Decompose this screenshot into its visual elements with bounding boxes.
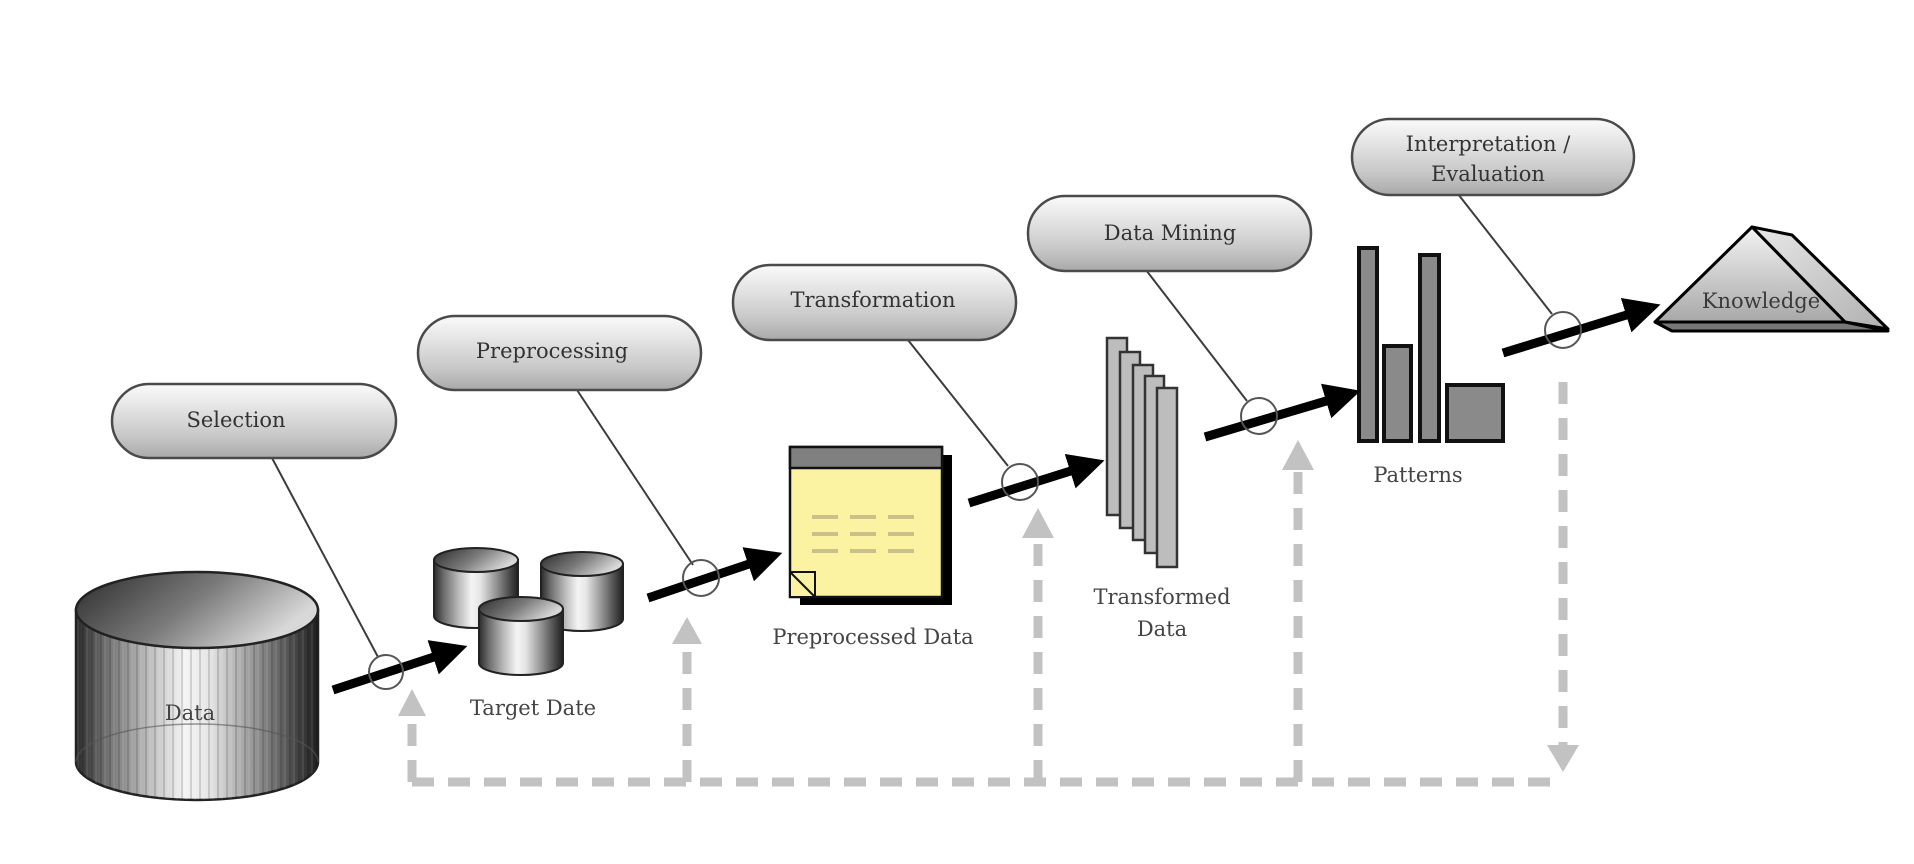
- interpretation-pill[interactable]: [1350, 117, 1636, 197]
- preprocessed-data-label: Preprocessed Data: [772, 625, 973, 649]
- document-text-lines: [812, 515, 914, 553]
- flow-arrow-patterns-to-knowledge: [1501, 297, 1661, 358]
- feedback-up-arrow-selection: [398, 689, 426, 716]
- transformation-pill[interactable]: [731, 263, 1018, 342]
- interpretation-label-line1: Interpretation /: [1406, 132, 1572, 156]
- transformation-junction-ring: [1001, 463, 1039, 501]
- flow-arrows: [331, 297, 1661, 695]
- feedback-up-arrow-data-mining: [1282, 440, 1314, 470]
- step-transformation[interactable]: Transformation: [731, 263, 1039, 501]
- flow-arrow-data-to-target: [331, 640, 468, 695]
- pattern-bar-1: [1357, 246, 1379, 443]
- flow-arrow-preprocessed-to-transformed: [967, 453, 1105, 508]
- transformed-data-stack: [1105, 336, 1179, 569]
- feedback-loop: [398, 382, 1579, 787]
- data-label: Data: [165, 701, 215, 725]
- step-preprocessing[interactable]: Preprocessing: [416, 314, 720, 597]
- interpretation-junction-ring: [1544, 311, 1582, 349]
- pattern-bar-3: [1418, 253, 1441, 443]
- knowledge-pyramid: Knowledge: [1653, 225, 1890, 333]
- selection-pill[interactable]: [110, 382, 398, 460]
- transformed-data-label-line1: Transformed: [1093, 585, 1230, 609]
- selection-label: Selection: [186, 408, 285, 432]
- pattern-bar-4: [1445, 383, 1505, 443]
- interpretation-label-line2: Evaluation: [1431, 162, 1545, 186]
- patterns-label: Patterns: [1373, 463, 1462, 487]
- data-mining-label: Data Mining: [1104, 221, 1236, 245]
- transformed-data-card-5: [1155, 386, 1179, 569]
- flow-arrow-transformed-to-patterns: [1203, 383, 1361, 442]
- target-data-cylinders: Target Date: [433, 547, 624, 720]
- transformed-data-label-line2: Data: [1137, 617, 1187, 641]
- pyramid-front-face: [1653, 225, 1847, 324]
- data-cylinder: Data: [74, 570, 320, 802]
- data-mining-junction-ring: [1240, 397, 1278, 435]
- step-selection[interactable]: Selection: [110, 382, 404, 690]
- knowledge-label: Knowledge: [1702, 289, 1820, 313]
- preprocessing-pill[interactable]: [416, 314, 703, 392]
- pattern-bar-2: [1382, 344, 1413, 443]
- data-mining-pill[interactable]: [1026, 194, 1313, 273]
- flow-arrow-target-to-preprocessed: [646, 547, 783, 603]
- target-cylinder-front: [478, 596, 564, 676]
- target-data-label: Target Date: [470, 696, 596, 720]
- preprocessing-junction-ring: [682, 559, 720, 597]
- step-data-mining[interactable]: Data Mining: [1026, 194, 1313, 435]
- step-interpretation-evaluation[interactable]: Interpretation / Evaluation: [1350, 117, 1636, 349]
- transformation-label: Transformation: [790, 288, 955, 312]
- preprocessed-data-document: Preprocessed Data: [772, 445, 974, 649]
- feedback-up-arrow-preprocessing: [672, 617, 702, 644]
- feedback-down-arrowhead: [1547, 745, 1579, 772]
- selection-junction-ring: [368, 654, 404, 690]
- patterns-bar-chart: Patterns: [1357, 246, 1505, 487]
- preprocessing-label: Preprocessing: [476, 339, 628, 363]
- feedback-up-arrow-transformation: [1022, 508, 1054, 538]
